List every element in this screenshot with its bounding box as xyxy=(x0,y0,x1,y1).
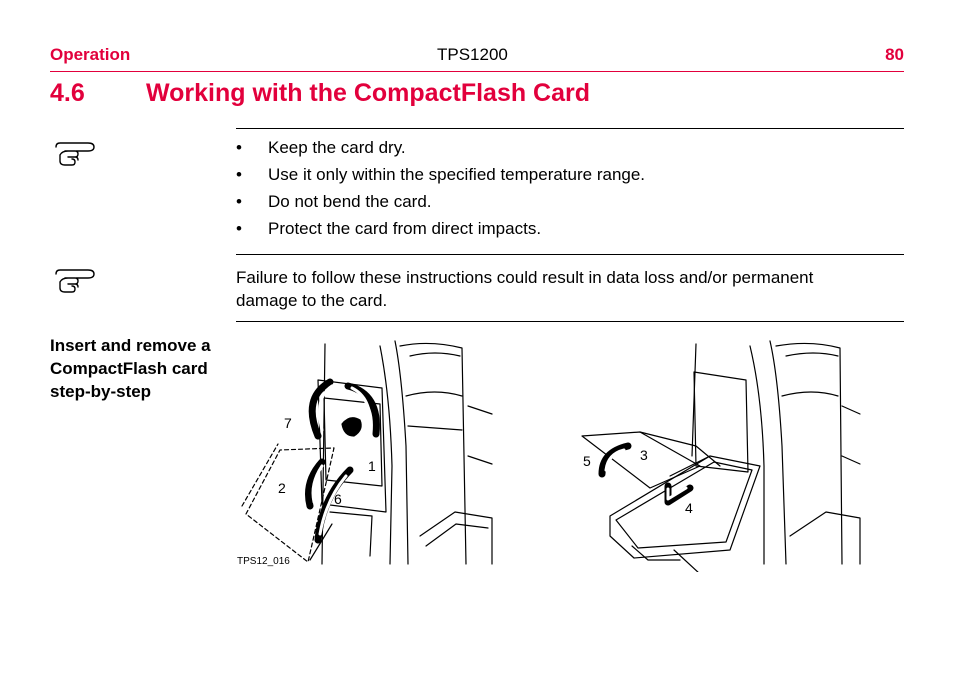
list-item: •Do not bend the card. xyxy=(236,192,432,211)
note-top-rule xyxy=(236,128,904,129)
warning-text: Failure to follow these instructions cou… xyxy=(236,268,814,310)
list-item: •Protect the card from direct impacts. xyxy=(236,219,542,238)
list-item: •Keep the card dry. xyxy=(236,138,406,157)
step-label-6: 6 xyxy=(334,491,342,507)
step-label-7: 7 xyxy=(284,415,292,431)
card-care-list: •Keep the card dry. •Use it only within … xyxy=(236,138,886,246)
pointing-hand-icon xyxy=(55,142,95,166)
header-section-name: Operation xyxy=(50,45,131,64)
header-page-number: 80 xyxy=(885,45,904,64)
step-label-3: 3 xyxy=(640,447,648,463)
note-bottom-rule xyxy=(236,321,904,322)
procedure-title: Insert and remove a CompactFlash card st… xyxy=(50,336,211,401)
header-product-name: TPS1200 xyxy=(437,45,508,64)
instrument-right-drawing xyxy=(581,340,861,572)
left-step-arrows xyxy=(305,378,380,544)
compactflash-insert-remove-figure: 7 2 1 6 5 3 4 TPS12_016 xyxy=(237,340,861,572)
step-label-5: 5 xyxy=(583,453,591,469)
step-label-1: 1 xyxy=(368,458,376,474)
right-step-arrows xyxy=(598,442,694,506)
section-title: Working with the CompactFlash Card xyxy=(146,79,591,107)
pointing-hand-icon xyxy=(55,269,95,293)
card-cover-knob xyxy=(341,417,362,437)
header-rule xyxy=(50,71,904,72)
figure-code: TPS12_016 xyxy=(237,556,290,567)
step-label-2: 2 xyxy=(278,480,286,496)
list-item: •Use it only within the specified temper… xyxy=(236,165,646,184)
step-label-4: 4 xyxy=(685,500,693,516)
section-number: 4.6 xyxy=(50,79,85,107)
instrument-left-drawing xyxy=(241,340,493,565)
note-divider-rule xyxy=(236,254,904,255)
